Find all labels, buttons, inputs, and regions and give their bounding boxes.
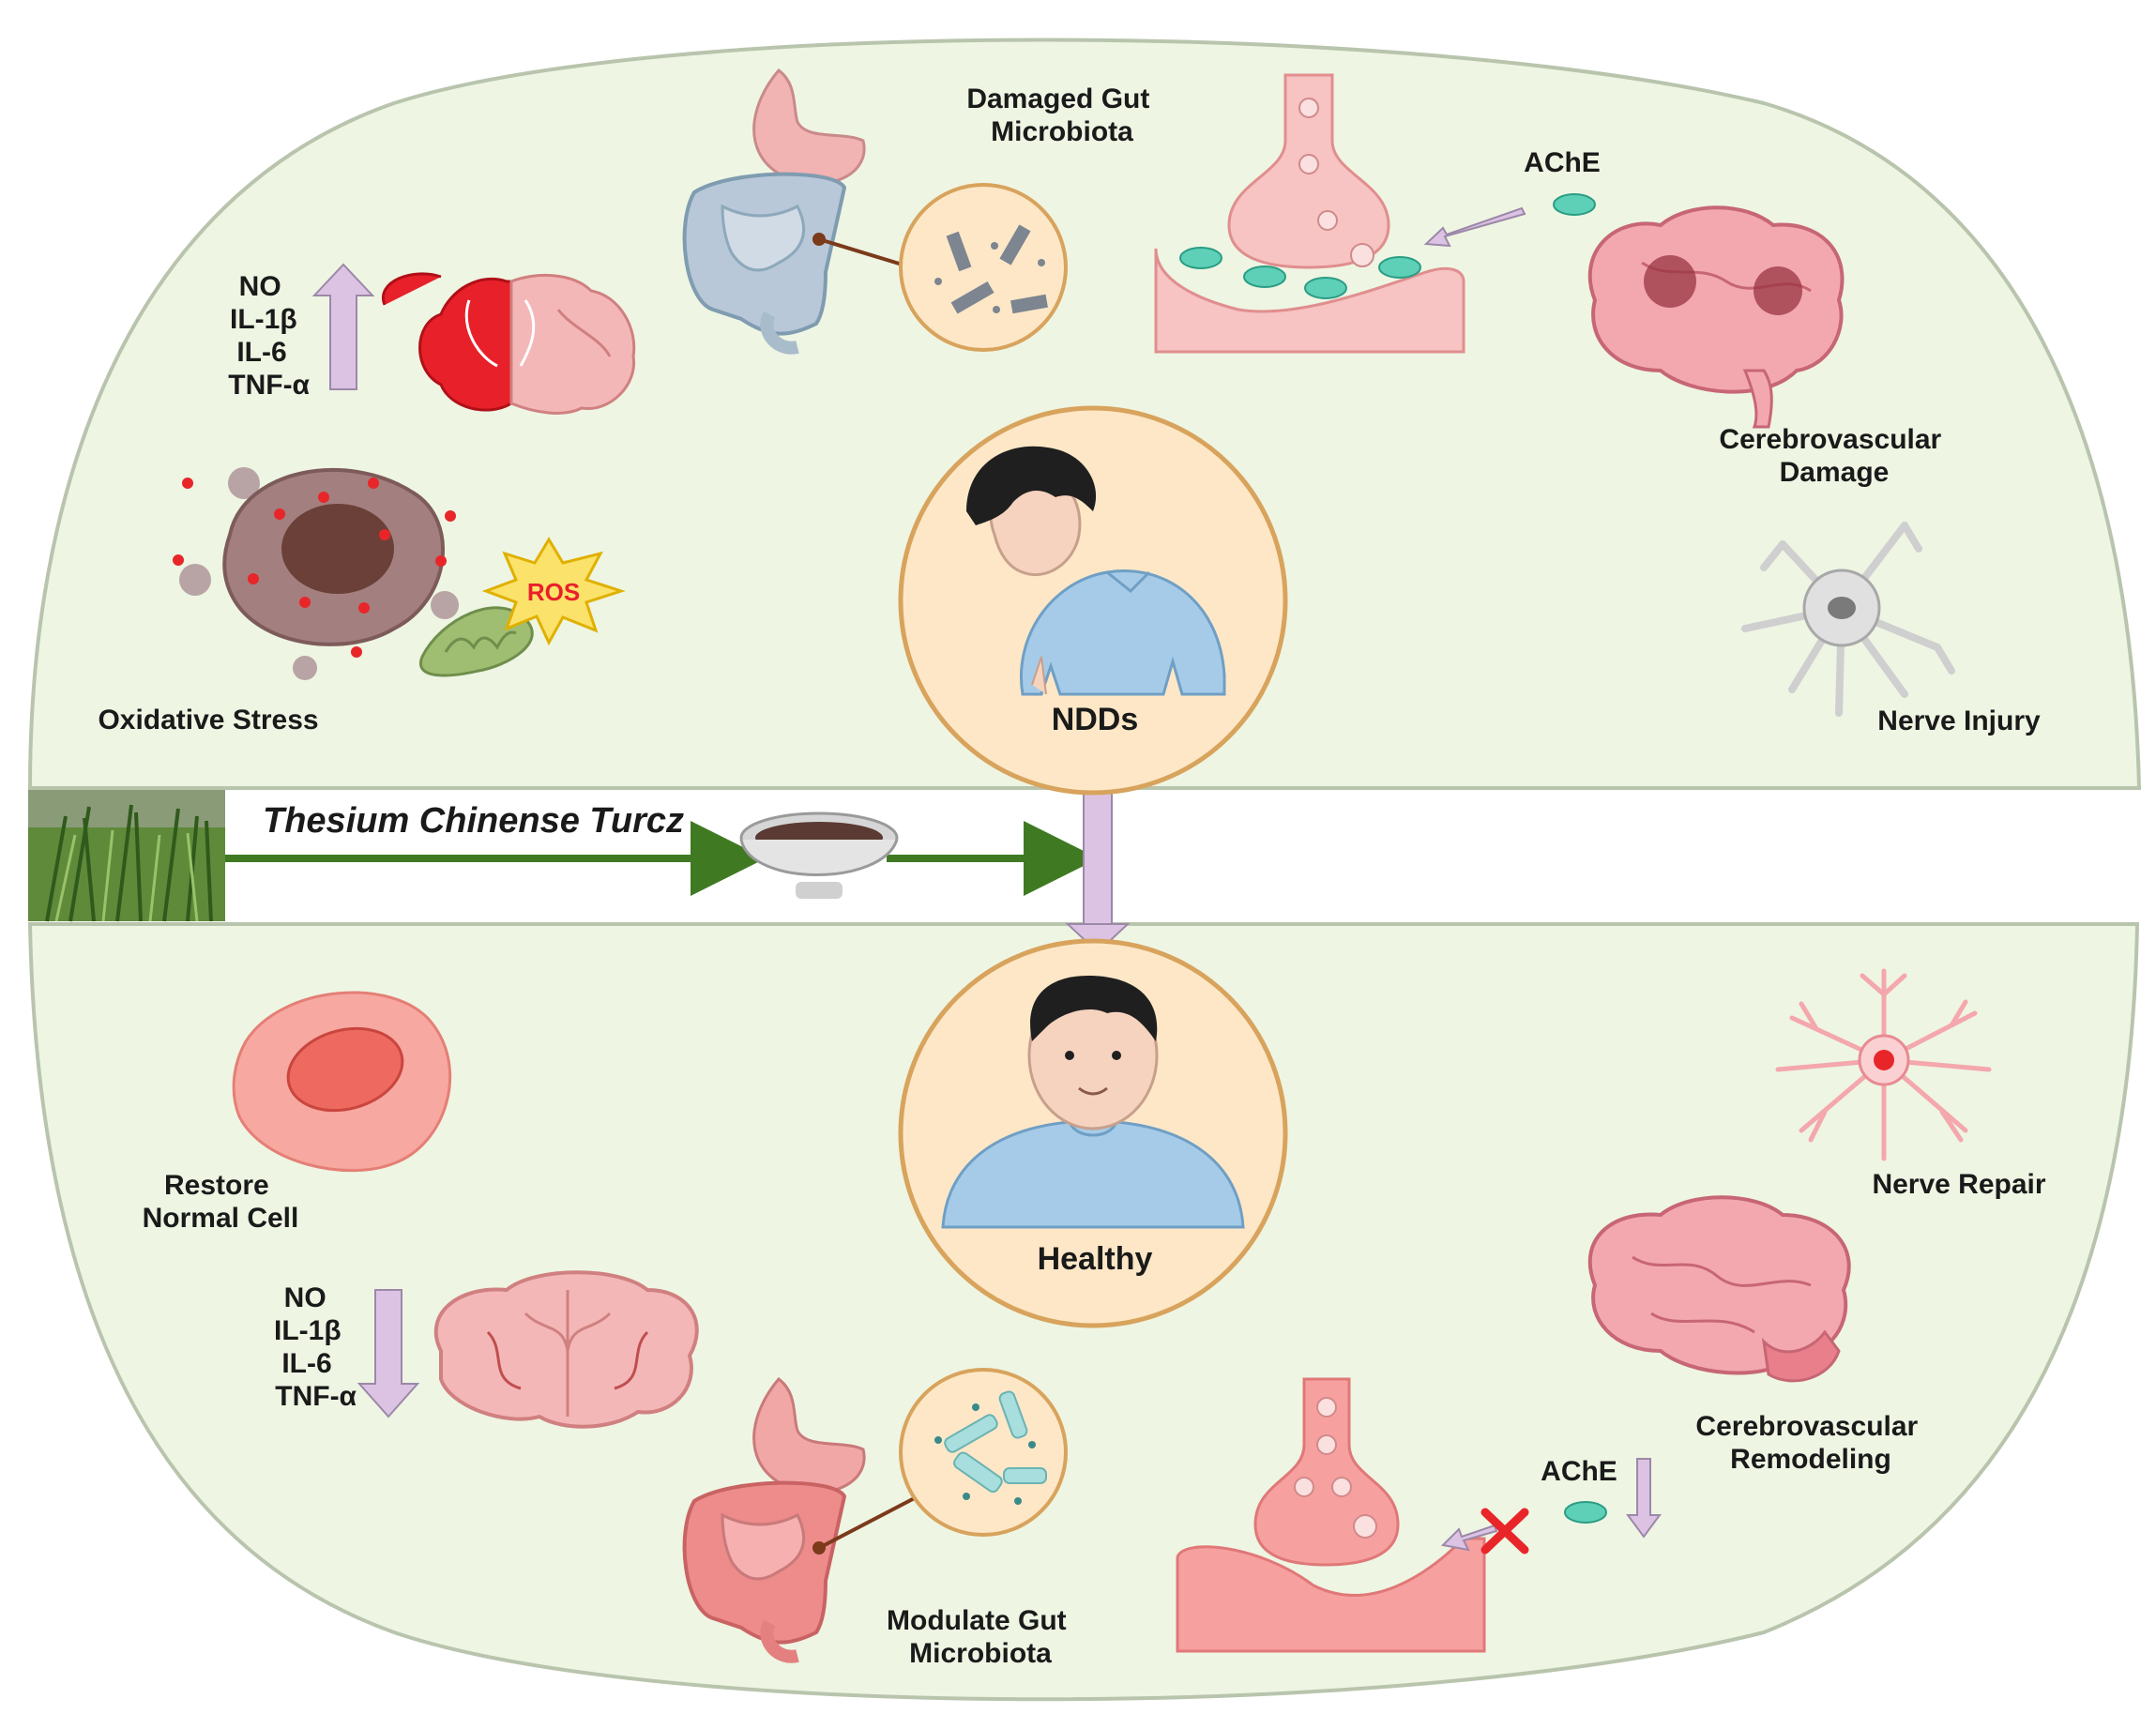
- damaged-gut-label: Damaged Gut Microbiota: [966, 83, 1157, 147]
- plant-name: Thesium Chinense Turcz: [263, 801, 684, 841]
- damaged-intestine-icon: [682, 68, 919, 355]
- restore-cell-label: Restore Normal Cell: [143, 1170, 299, 1234]
- synapse-icon: [1154, 73, 1596, 354]
- healthy-brain-icon: [433, 1270, 699, 1429]
- decoction-bowl-icon: [739, 811, 899, 899]
- mitochondria-icon: [418, 606, 534, 677]
- healthy-label: Healthy: [1038, 1241, 1153, 1277]
- healthy-person-icon: [898, 938, 1288, 1328]
- healthy-intestine-icon: [682, 1376, 928, 1663]
- cerebro-remodel-label: Cerebrovascular Remodeling: [1695, 1411, 1925, 1475]
- cytokine-list-bottom: NO IL-1β IL-6 TNF-α: [274, 1282, 357, 1412]
- normal-cell-icon: [232, 991, 452, 1173]
- modulate-gut-label: Modulate Gut Microbiota: [887, 1605, 1074, 1669]
- ache-label-top: AChE: [1524, 147, 1601, 178]
- nerve-injury-label: Nerve Injury: [1877, 705, 2041, 736]
- inflamed-brain-icon: [381, 272, 636, 415]
- plant-photo: [28, 790, 225, 922]
- healthy-microbiota-icon: [899, 1368, 1068, 1537]
- ros-burst-icon: [481, 537, 626, 646]
- ros-label: ROS: [527, 578, 580, 606]
- ache-label-bottom: AChE: [1541, 1456, 1617, 1487]
- injured-neuron-body: [1802, 569, 1881, 647]
- increase-arrow-icon: [311, 263, 375, 390]
- cerebrovascular-damage-brain-icon: [1587, 205, 1845, 429]
- nerve-repair-label: Nerve Repair: [1872, 1169, 2045, 1200]
- cytokine-list-top: NO IL-1β IL-6 TNF-α: [228, 271, 310, 401]
- decrease-arrow-icon: [357, 1289, 420, 1418]
- ndds-patient-icon: [898, 405, 1288, 796]
- oxidative-stress-label: Oxidative Stress: [98, 705, 318, 736]
- healthy-neuron-body: [1858, 1034, 1910, 1086]
- synapse-protected-icon: [1176, 1377, 1662, 1653]
- ndds-label: NDDs: [1052, 702, 1139, 737]
- cerebro-damage-label: Cerebrovascular Damage: [1719, 424, 1949, 488]
- damaged-microbiota-icon: [899, 183, 1068, 352]
- cerebrovascular-remodeling-brain-icon: [1587, 1195, 1851, 1383]
- oxidative-stress-cell-icon: [173, 467, 459, 680]
